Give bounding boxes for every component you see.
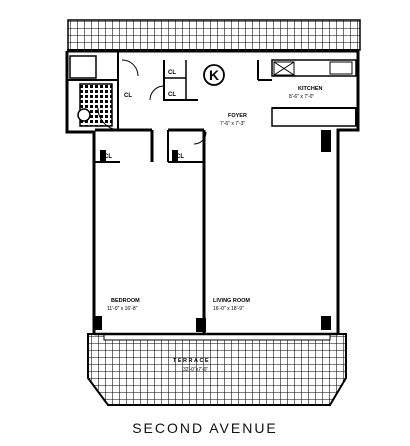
closet-label: CL [104,154,112,160]
living-room-dims: 16'-0" x 18'-9" [213,306,244,312]
closet-label: CL [176,154,184,160]
closet-label: CL [124,93,132,99]
unit-letter: K [209,67,219,83]
terrace-dims: 32'-0"x7'-0" [183,367,208,373]
kitchen-label: KITCHEN [298,86,322,92]
foyer-dims: 7'-6" x 7'-3" [220,121,245,127]
living-room-label: LIVING ROOM [213,298,250,304]
closet-label: CL [168,92,176,98]
terrace-area [87,333,347,406]
door-swings [97,59,207,145]
foyer-label: FOYER [228,113,247,119]
kitchen-counter-bottom [271,107,357,127]
bathtub [69,55,97,79]
closet-label: CL [168,70,176,76]
terrace-label: TERRACE [173,358,210,364]
kitchen-dims: 8'-6" x 7'-0" [289,94,314,100]
sink-icon [329,61,353,75]
bedroom-dims: 11'-0" x 16'-8" [107,306,138,312]
street-label: SECOND AVENUE [132,420,278,436]
unit-letter-badge [203,64,225,86]
top-grid-area [67,19,361,51]
walls [65,49,360,336]
wall-posts [94,130,331,332]
toilet [77,108,91,122]
bedroom-label: BEDROOM [111,298,140,304]
